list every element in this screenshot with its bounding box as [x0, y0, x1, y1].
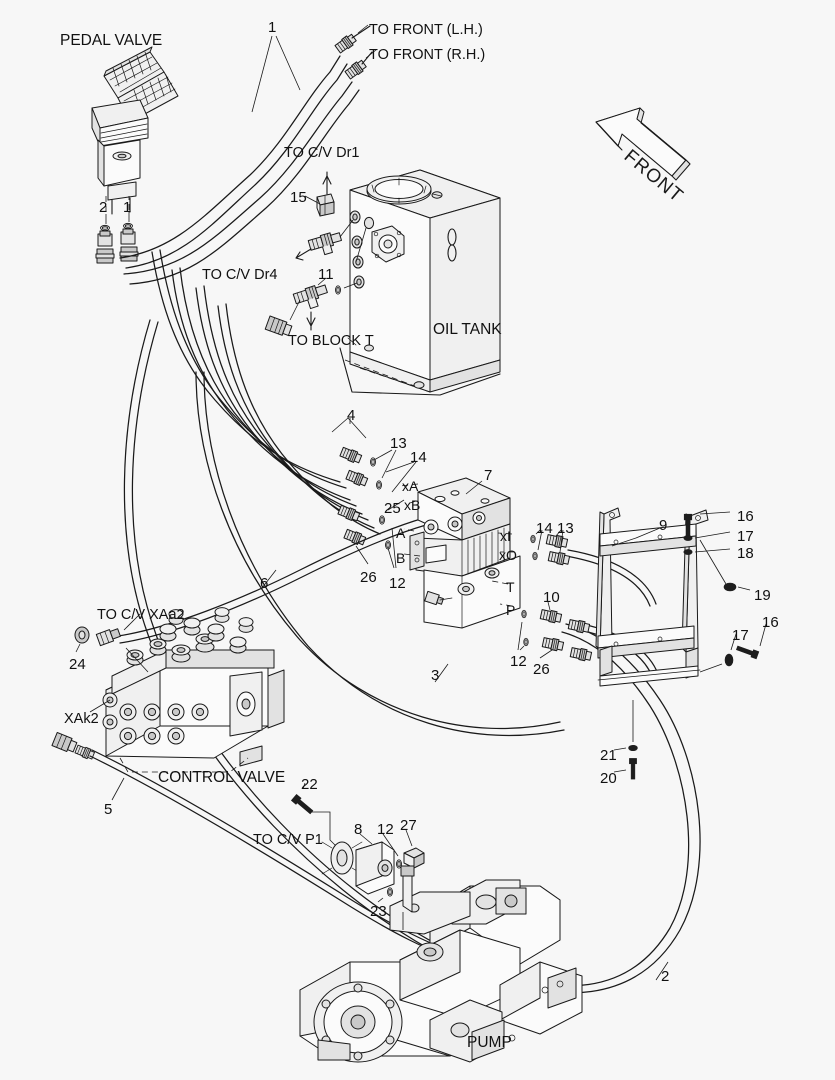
port-label-P: P [506, 602, 516, 618]
port-label-xA: xA [402, 478, 419, 494]
callout-26-left: 26 [360, 569, 377, 586]
callout-2-right: 2 [661, 968, 670, 985]
callout-11: 11 [318, 266, 334, 283]
callout-25: 25 [384, 500, 401, 517]
dest-label-to-cv-p1: TO C/V P1 [253, 832, 323, 848]
callout-13-right: 13 [557, 520, 574, 537]
tank-fittings [264, 171, 358, 336]
callout-1-pedal: 1 [123, 199, 132, 216]
callout-3: 3 [431, 667, 440, 684]
port-label-xO: xO [499, 547, 517, 563]
callout-16-top: 16 [737, 508, 754, 525]
dest-label-xak2: XAk2 [64, 711, 99, 727]
callout-9: 9 [659, 517, 668, 534]
callout-20: 20 [600, 770, 617, 787]
control-valve [51, 607, 285, 773]
callout-14-left: 14 [410, 449, 427, 466]
dest-label-to-cv-dr4: TO C/V Dr4 [202, 267, 278, 283]
callout-5: 5 [104, 801, 113, 818]
port-label-A: A [396, 525, 406, 541]
port-label-B: B [396, 550, 406, 566]
callout-2-pedal: 2 [99, 199, 108, 216]
dest-label-to-cv-dr1: TO C/V Dr1 [284, 145, 360, 161]
callout-18: 18 [737, 545, 754, 562]
component-label-oil-tank: OIL TANK [433, 321, 502, 338]
dest-label-to-block-t: TO BLOCK T [288, 333, 374, 349]
center-valve-block [399, 477, 521, 629]
callout-26-right: 26 [533, 661, 550, 678]
callout-12-right: 12 [510, 653, 527, 670]
pump-top-hardware [291, 782, 425, 930]
callout-22: 22 [301, 776, 318, 793]
dest-label-to-front-lh: TO FRONT (L.H.) [369, 22, 483, 38]
callout-6: 6 [260, 575, 269, 592]
port-label-xB: xB [404, 497, 421, 513]
dest-label-to-cv-xaa2: TO C/V XAa2 [97, 607, 185, 623]
callout-4: 4 [347, 407, 356, 424]
hose-front-rh [123, 49, 377, 285]
callout-1-top: 1 [268, 19, 277, 36]
callout-13-left: 13 [390, 435, 407, 452]
callout-24: 24 [69, 656, 86, 673]
callout-10: 10 [543, 589, 560, 606]
hose-3 [195, 371, 565, 737]
component-label-pump: PUMP [467, 1034, 512, 1051]
callout-15: 15 [290, 189, 307, 206]
valve-right-fittings [517, 529, 593, 663]
callout-7: 7 [484, 467, 493, 484]
hose-front-lh [119, 24, 371, 269]
port-label-T: T [506, 579, 515, 595]
callout-23: 23 [370, 903, 387, 920]
hardware-21-20 [613, 700, 638, 780]
hose-5 [89, 749, 449, 957]
hose-group-4 [151, 249, 417, 569]
callout-16-bottom: 16 [762, 614, 779, 631]
port-label-xI: xI [500, 528, 511, 544]
callout-12-pump: 12 [377, 821, 394, 838]
callout-14-right: 14 [536, 520, 553, 537]
callout-12-left: 12 [389, 575, 406, 592]
callout-17-top: 17 [737, 528, 754, 545]
oil-tank [339, 169, 501, 396]
pedal-valve-assembly [91, 46, 179, 264]
component-label-control-valve: CONTROL VALVE [158, 769, 286, 786]
callout-17-bottom: 17 [732, 627, 749, 644]
callout-27: 27 [400, 817, 417, 834]
component-label-pedal-valve: PEDAL VALVE [60, 32, 163, 49]
dest-label-to-front-rh: TO FRONT (R.H.) [369, 47, 486, 63]
hose-bracket-9 [595, 507, 767, 687]
callout-21: 21 [600, 747, 617, 764]
callout-8: 8 [354, 821, 363, 838]
callout-19: 19 [754, 587, 771, 604]
pump-assembly [299, 879, 583, 1063]
